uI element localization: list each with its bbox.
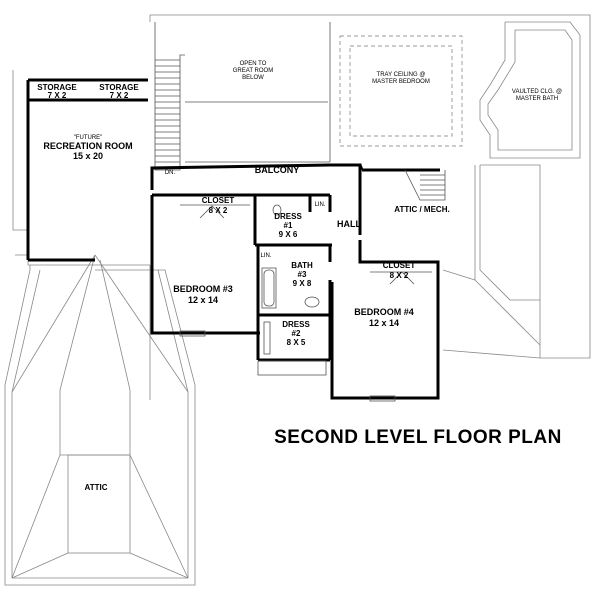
- svg-text:STORAGE: STORAGE: [99, 83, 139, 92]
- svg-text:CLOSET: CLOSET: [202, 196, 235, 205]
- svg-text:BATH: BATH: [291, 261, 313, 270]
- svg-text:BEDROOM #4: BEDROOM #4: [354, 307, 414, 317]
- svg-text:7 X 2: 7 X 2: [48, 91, 67, 100]
- dress2-label: DRESS #2 8 X 5: [282, 320, 310, 347]
- storage-right-label: STORAGE 7 X 2: [99, 83, 139, 100]
- svg-text:DRESS: DRESS: [274, 212, 302, 221]
- svg-text:15 x 20: 15 x 20: [73, 151, 103, 161]
- svg-text:#2: #2: [292, 329, 301, 338]
- closet4-label: CLOSET 8 X 2: [383, 261, 416, 280]
- vaulted-ceiling-label: VAULTED CLG. @ MASTER BATH: [512, 89, 562, 102]
- svg-text:9 X 6: 9 X 6: [279, 230, 298, 239]
- svg-text:"FUTURE": "FUTURE": [74, 135, 103, 141]
- closet-doors: [180, 204, 432, 285]
- closet3-label: CLOSET 8 X 2: [202, 196, 235, 215]
- svg-text:CLOSET: CLOSET: [383, 261, 416, 270]
- svg-text:GREAT ROOM: GREAT ROOM: [233, 68, 273, 74]
- svg-text:DRESS: DRESS: [282, 320, 310, 329]
- walls: [26, 22, 440, 400]
- svg-text:STORAGE: STORAGE: [37, 83, 77, 92]
- windows: [179, 330, 396, 402]
- svg-text:#3: #3: [298, 270, 307, 279]
- room-labels: STORAGE 7 X 2 STORAGE 7 X 2 "FUTURE" REC…: [37, 61, 562, 492]
- svg-text:#1: #1: [284, 221, 293, 230]
- svg-text:TRAY CEILING @: TRAY CEILING @: [377, 72, 426, 78]
- dress1-label: DRESS #1 9 X 6: [274, 212, 302, 239]
- attic-label: ATTIC: [85, 483, 108, 492]
- svg-text:BEDROOM #3: BEDROOM #3: [173, 284, 233, 294]
- svg-text:12 x 14: 12 x 14: [188, 295, 218, 305]
- stair-treads: [155, 59, 180, 163]
- roof-lines: [4, 14, 591, 586]
- svg-text:OPEN TO: OPEN TO: [240, 61, 267, 67]
- storage-left-label: STORAGE 7 X 2: [37, 83, 77, 100]
- bedroom3-label: BEDROOM #3 12 x 14: [173, 284, 233, 305]
- svg-text:MASTER BEDROOM: MASTER BEDROOM: [372, 79, 430, 85]
- attic-mech-label: ATTIC / MECH.: [394, 205, 449, 214]
- down-label: DN.: [165, 170, 176, 176]
- bath3-label: BATH #3 9 X 8: [291, 261, 313, 288]
- svg-text:8 X 2: 8 X 2: [209, 206, 228, 215]
- hall-label: HALL: [337, 219, 361, 229]
- linen-top-label: LIN.: [314, 202, 325, 208]
- tray-ceiling-label: TRAY CEILING @ MASTER BEDROOM: [372, 72, 430, 85]
- svg-text:RECREATION ROOM: RECREATION ROOM: [43, 141, 132, 151]
- balcony-label: BALCONY: [255, 165, 300, 175]
- svg-text:7 X 2: 7 X 2: [110, 91, 129, 100]
- svg-text:12 x 14: 12 x 14: [369, 318, 399, 328]
- bedroom4-label: BEDROOM #4 12 x 14: [354, 307, 414, 328]
- linen-bath-label: LIN.: [260, 253, 271, 259]
- svg-text:9 X 8: 9 X 8: [293, 279, 312, 288]
- svg-text:VAULTED CLG. @: VAULTED CLG. @: [512, 89, 562, 95]
- svg-text:8 X 2: 8 X 2: [390, 271, 409, 280]
- plan-title: SECOND LEVEL FLOOR PLAN: [274, 427, 562, 448]
- attic-stairs: [404, 169, 446, 201]
- recreation-room-label: "FUTURE" RECREATION ROOM 15 x 20: [43, 135, 132, 161]
- open-to-great-room-label: OPEN TO GREAT ROOM BELOW: [233, 61, 273, 81]
- svg-text:BELOW: BELOW: [242, 75, 264, 81]
- bath-fixtures: [261, 204, 320, 355]
- svg-text:8 X 5: 8 X 5: [287, 338, 306, 347]
- svg-text:MASTER BATH: MASTER BATH: [516, 96, 558, 102]
